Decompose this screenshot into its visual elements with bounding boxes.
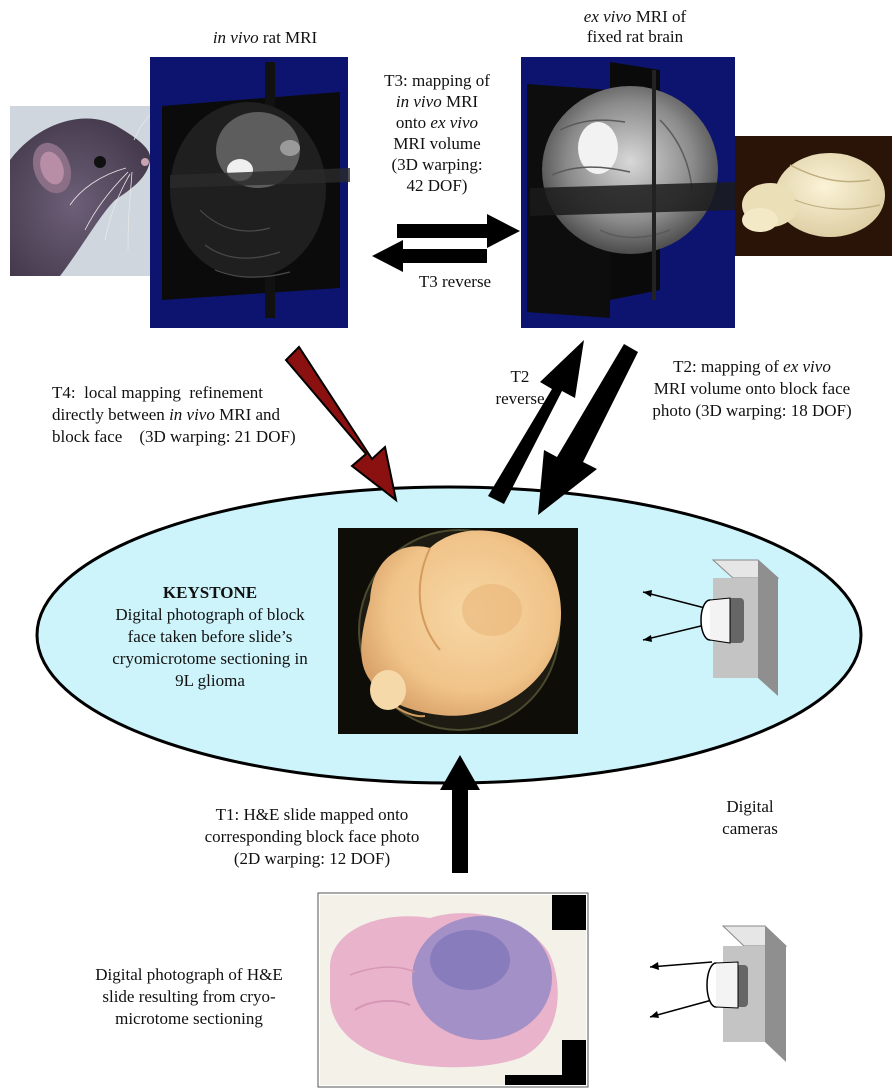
cameras-line2: cameras <box>700 818 800 840</box>
he-slide-photo <box>318 893 588 1087</box>
t2-line1-rest: T2: mapping of <box>673 357 783 376</box>
t3-line5: (3D warping: <box>352 154 522 175</box>
t4-caption: T4: local mapping refinement directly be… <box>52 382 372 448</box>
t1-line2: corresponding block face photo <box>182 826 442 848</box>
t2-line3: photo (3D warping: 18 DOF) <box>632 400 872 422</box>
t2-line1-italic: ex vivo <box>783 357 831 376</box>
exvivo-title-line2: fixed rat brain <box>540 27 730 47</box>
t4-line2-italic: in vivo <box>169 405 215 424</box>
keystone-caption: KEYSTONE Digital photograph of block fac… <box>80 582 340 692</box>
t3-reverse-arrow <box>372 240 487 272</box>
invivo-mri-title: in vivo rat MRI <box>165 28 365 48</box>
t1-caption: T1: H&E slide mapped onto corresponding … <box>182 804 442 870</box>
camera-icon-2 <box>650 926 786 1062</box>
digital-cameras-label: Digital cameras <box>700 796 800 840</box>
t4-line1: T4: local mapping refinement <box>52 382 372 404</box>
t1-line1: T1: H&E slide mapped onto <box>182 804 442 826</box>
t2-line2: MRI volume onto block face <box>632 378 872 400</box>
he-line3: microtome sectioning <box>66 1008 312 1030</box>
t2-reverse-label: T2 reverse <box>480 366 560 410</box>
exvivo-mri-title: ex vivo MRI of fixed rat brain <box>540 7 730 47</box>
keystone-line1: Digital photograph of block <box>80 604 340 626</box>
exvivo-title-rest: MRI of <box>631 7 686 26</box>
he-line1: Digital photograph of H&E <box>66 964 312 986</box>
t3-line3-italic: ex vivo <box>430 113 478 132</box>
t3-line1: T3: mapping of <box>352 70 522 91</box>
t4-line2-rest: directly between <box>52 405 169 424</box>
t4-line2-end: MRI and <box>215 405 280 424</box>
he-line2: slide resulting from cryo- <box>66 986 312 1008</box>
t3-line2-rest: MRI <box>442 92 478 111</box>
t3-line2-italic: in vivo <box>396 92 442 111</box>
block-face-photo <box>338 528 578 734</box>
invivo-title-rest: rat MRI <box>259 28 318 47</box>
cameras-line1: Digital <box>700 796 800 818</box>
exvivo-title-italic: ex vivo <box>584 7 632 26</box>
rat-photo <box>10 106 155 276</box>
t2-reverse-line1: T2 <box>480 366 560 388</box>
keystone-line4: 9L glioma <box>80 670 340 692</box>
t3-forward-arrow <box>397 214 520 248</box>
keystone-title: KEYSTONE <box>80 582 340 604</box>
t3-line6: 42 DOF) <box>352 175 522 196</box>
keystone-line2: face taken before slide’s <box>80 626 340 648</box>
t3-line4: MRI volume <box>352 133 522 154</box>
t2-reverse-line2: reverse <box>480 388 560 410</box>
exvivo-mri-panel <box>521 57 735 328</box>
t3-reverse-label: T3 reverse <box>390 272 520 292</box>
t2-caption: T2: mapping of ex vivo MRI volume onto b… <box>632 356 872 422</box>
t4-line3: block face (3D warping: 21 DOF) <box>52 426 372 448</box>
t3-caption: T3: mapping of in vivo MRI onto ex vivo … <box>352 70 522 196</box>
keystone-line3: cryomicrotome sectioning in <box>80 648 340 670</box>
fixed-brain-photo <box>735 136 892 256</box>
he-slide-caption: Digital photograph of H&E slide resultin… <box>66 964 312 1030</box>
invivo-mri-panel <box>150 57 350 328</box>
t3-line3-rest: onto <box>396 113 430 132</box>
t1-line3: (2D warping: 12 DOF) <box>182 848 442 870</box>
invivo-title-italic: in vivo <box>213 28 259 47</box>
